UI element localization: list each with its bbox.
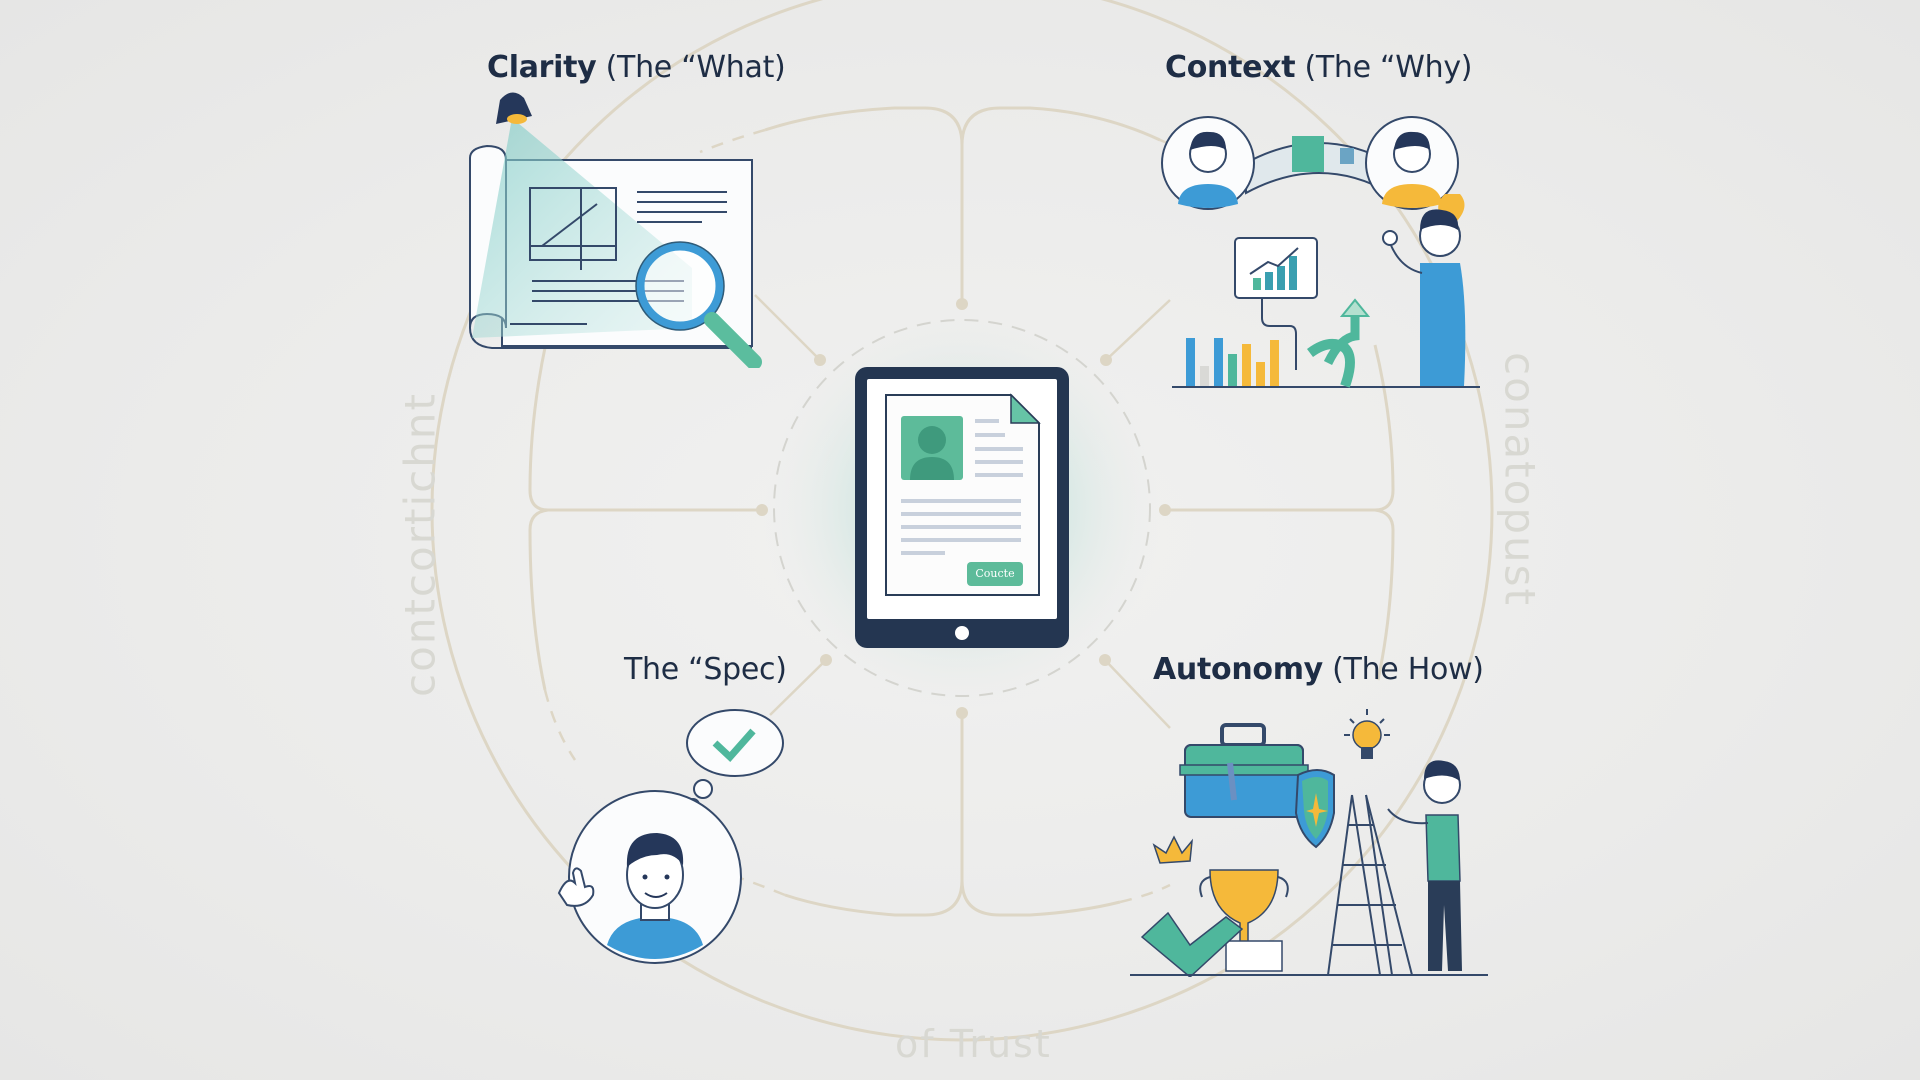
center-tablet-icon bbox=[855, 367, 1069, 648]
title-autonomy: Autonomy (The How) bbox=[1153, 652, 1484, 687]
autonomy-tools-ladder-illustration bbox=[1130, 709, 1488, 977]
title-clarity: Clarity (The “What) bbox=[487, 50, 786, 85]
title-spec-rest: The “Spec) bbox=[624, 652, 787, 687]
spec-person-thought-illustration bbox=[557, 709, 784, 964]
title-context: Context (The “Why) bbox=[1165, 50, 1473, 85]
title-context-rest: (The “Why) bbox=[1295, 50, 1473, 85]
title-context-bold: Context bbox=[1165, 50, 1296, 85]
context-people-chart-illustration bbox=[1161, 116, 1480, 388]
ghost-text-bottom: of Trust bbox=[895, 1022, 1052, 1066]
document-action-button: Coucte bbox=[975, 567, 1015, 580]
title-clarity-bold: Clarity bbox=[487, 50, 597, 85]
title-spec: The “Spec) bbox=[624, 652, 787, 687]
ghost-text-right: conatopust bbox=[1495, 352, 1545, 607]
title-autonomy-rest: (The How) bbox=[1322, 652, 1484, 687]
title-autonomy-bold: Autonomy bbox=[1153, 652, 1323, 687]
ghost-text-left: contcortichnt bbox=[395, 392, 445, 697]
title-clarity-rest: (The “What) bbox=[596, 50, 786, 85]
blueprint-spotlight-illustration bbox=[469, 92, 762, 368]
